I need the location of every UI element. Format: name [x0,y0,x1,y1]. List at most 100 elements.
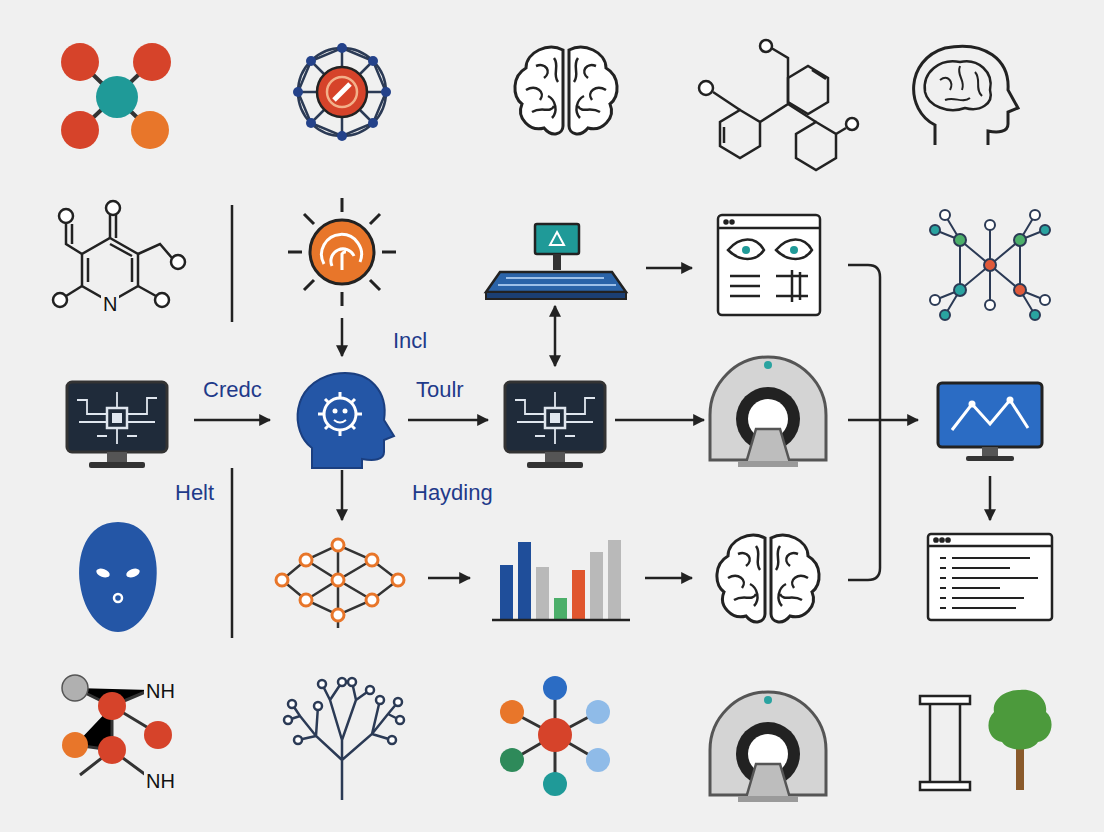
chart-monitor-icon [982,447,998,456]
chemical-structure-icon [88,244,132,282]
molecule-icon [98,736,126,764]
brain-icon [717,535,819,622]
bar-chart-icon [536,567,549,620]
flow-arrow [989,476,992,520]
chemical-structure-icon [760,40,772,52]
blue-head-icon [334,420,346,423]
document-list-icon [928,534,1052,620]
flow-arrow [554,306,557,366]
network-globe-icon [317,67,367,117]
network-icon [940,310,950,320]
molecule-icon [500,748,524,772]
molecule-icon [96,76,138,118]
chart-monitor-icon [952,400,1028,430]
network-globe-icon [293,43,391,141]
chart-monitor-icon [966,456,1014,461]
blue-head-icon [298,373,394,468]
network-globe-icon [337,43,347,53]
molecule-icon [62,675,88,701]
flow-arrow [615,419,704,422]
tree-diagram-icon [366,686,374,694]
molecule-icon [586,700,610,724]
pillar-tree-icon [920,690,1052,790]
scanner-platform-icon [535,224,579,254]
network-globe-icon [293,43,391,141]
molecule-icon [61,43,99,81]
network-globe-icon [327,77,357,107]
network-icon [940,210,950,220]
pillar-tree-icon [920,696,970,790]
molecule-icon [98,692,126,720]
document-list-icon [940,558,1038,608]
tree-diagram-icon [394,698,402,706]
network-icon [300,594,312,606]
chart-monitor-icon [969,401,976,408]
tree-diagram-icon [288,682,400,800]
chemical-structure-icon [846,118,858,130]
network-globe-icon [293,87,303,97]
flow-label: Incl [391,328,429,353]
molecule-icon [586,748,610,772]
network-icon [282,545,398,628]
scanner-platform-icon [550,232,564,245]
tree-diagram-icon [284,716,292,724]
tree-diagram-icon [318,680,326,688]
chemical-structure-icon [59,209,73,223]
bar-chart-icon [572,570,585,620]
molecule-icon [61,111,99,149]
tree-diagram-icon [338,678,346,686]
bar-chart-icon [518,542,531,620]
network-icon [954,234,966,246]
document-window-icon [718,215,820,315]
chart-monitor-icon [938,383,1042,461]
mri-scanner-icon [710,692,826,802]
mri-scanner-icon [710,692,826,802]
document-list-icon [946,538,949,541]
chemical-structure-icon [138,286,156,296]
chemical-structure-icon [66,286,82,296]
scanner-platform-icon [553,254,561,270]
network-icon [984,259,996,271]
molecule-icon [500,676,610,796]
blue-head-icon [343,409,348,414]
network-icon [300,554,312,566]
molecule-icon [133,43,171,81]
document-window-icon [728,240,812,260]
network-globe-icon [381,87,391,97]
chemical-structure-icon [53,293,67,307]
bar-chart-icon [492,619,630,622]
flow-arrow [848,265,880,580]
document-window-icon [730,270,808,302]
mask-face-icon [95,567,111,579]
scanner-platform-icon [486,224,626,299]
network-icon [332,609,344,621]
molecule-icon [543,676,567,700]
network-icon [1030,310,1040,320]
chemical-structure-icon [53,201,185,307]
network-icon [276,574,288,586]
chemical-structure-icon [106,201,120,215]
network-icon [1040,295,1050,305]
flow-arrow [341,318,344,356]
pillar-tree-icon [930,704,960,782]
tree-diagram-icon [284,678,404,800]
tree-diagram-icon [294,736,302,744]
chart-monitor-icon [1007,397,1014,404]
computer-chip-monitor [505,382,605,468]
flow-label: Hayding [410,480,495,505]
network-icon [1014,284,1026,296]
computer-chip-monitor [67,382,167,468]
tree-diagram-icon [388,736,396,744]
network-icon [332,574,344,586]
mri-scanner-icon [710,357,826,467]
network-icon [1040,225,1050,235]
head-brain-icon [925,61,991,110]
tree-diagram-icon [284,678,404,744]
document-list-icon [928,534,1052,620]
brain-icon [515,47,617,134]
head-brain-icon [914,46,1018,145]
brain-icon [717,535,819,622]
chemical-structure-icon [171,255,185,269]
document-window-icon [742,246,750,254]
network-icon [930,225,940,235]
